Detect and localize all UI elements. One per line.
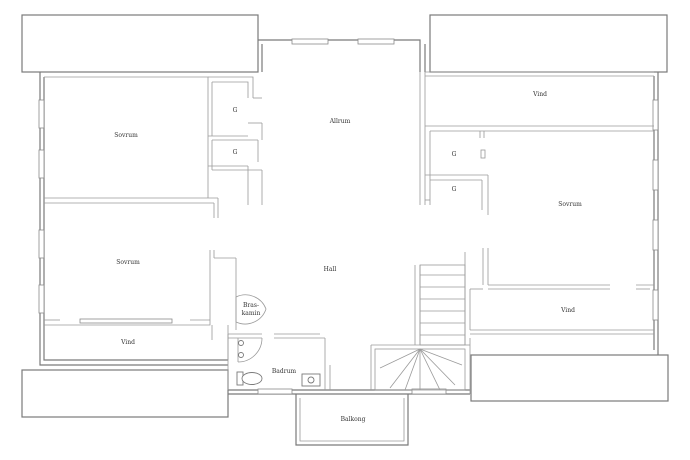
toilet-bowl-icon (241, 372, 263, 385)
room-label-g4: G (452, 186, 457, 193)
room-label-brasskamin-2: kamin (242, 310, 261, 317)
balkong-walls (295, 394, 409, 446)
fixtures (236, 340, 321, 387)
room-label-vind-left: Vind (120, 339, 135, 346)
roof-box-bottom-right (470, 354, 669, 402)
sovrum-left-bottom-walls (44, 198, 229, 360)
floor-drain-icon (238, 352, 244, 358)
room-label-hall: Hall (324, 266, 337, 273)
windows (38, 38, 659, 395)
garderobes-left (208, 76, 263, 205)
roof-box-top-right (429, 14, 668, 73)
staircase (370, 264, 466, 391)
badrum-walls (227, 333, 331, 390)
room-label-sovrum-right: Sovrum (558, 201, 582, 208)
room-label-sovrum-left-bottom: Sovrum (116, 259, 140, 266)
sovrum-left-top-walls (44, 76, 218, 204)
room-label-g3: G (452, 151, 457, 158)
room-label-badrum: Badrum (272, 368, 297, 375)
room-label-balkong: Balkong (341, 416, 366, 423)
room-label-g2: G (233, 149, 238, 156)
room-label-vind-top-right: Vind (532, 91, 547, 98)
room-label-brasskamin-1: Bras- (243, 302, 259, 309)
roof-box-top-left (21, 14, 259, 73)
room-label-sovrum-left-top: Sovrum (114, 132, 138, 139)
right-rooms-walls (425, 71, 654, 394)
shower-drain-icon (238, 340, 244, 346)
fireplace (235, 294, 267, 325)
roof-box-bottom-left (21, 369, 229, 418)
room-label-vind-right: Vind (560, 307, 575, 314)
sink-basin-icon (307, 376, 315, 384)
room-label-g1: G (233, 107, 238, 114)
room-label-allrum: Allrum (329, 118, 351, 125)
